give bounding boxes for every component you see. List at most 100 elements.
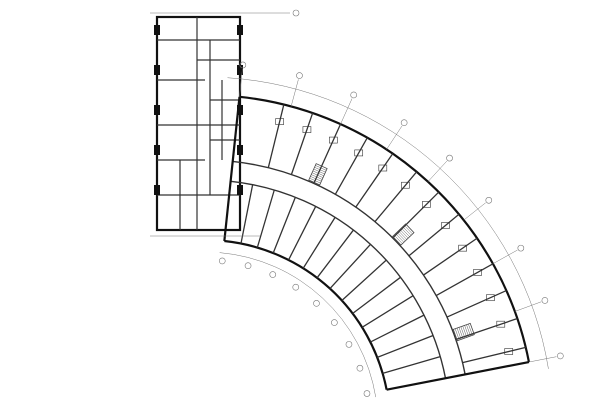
stair-tread — [312, 170, 324, 177]
stair — [452, 322, 475, 342]
grid-axes — [150, 9, 564, 398]
partition-wall — [355, 153, 394, 208]
stair-outline — [452, 322, 475, 342]
room-label-box — [378, 164, 388, 172]
axis-bubble — [400, 119, 408, 126]
stair — [392, 223, 415, 246]
room-label-box — [486, 294, 495, 302]
axis-bubble — [292, 283, 300, 291]
room-label-box — [496, 320, 506, 328]
outer-wall — [239, 95, 531, 363]
corridor-wall — [230, 180, 447, 379]
stair-tread — [315, 165, 327, 171]
partition-wall — [446, 289, 507, 318]
grid-axis — [427, 160, 448, 182]
column — [154, 185, 160, 195]
rectangular-wing — [154, 15, 243, 232]
axis-bubble — [541, 297, 549, 304]
partition-wall — [329, 243, 371, 290]
room-label-box — [504, 348, 514, 355]
stair-tread — [309, 178, 321, 184]
room-label-box — [473, 269, 482, 276]
stair-tread — [402, 226, 412, 236]
room-label-box — [401, 181, 410, 189]
stair-tread — [395, 233, 405, 243]
partition-wall — [392, 191, 440, 239]
partition-wall — [382, 355, 441, 374]
partition-wall — [313, 123, 342, 184]
stair-tread — [404, 225, 413, 235]
partition-wall — [408, 213, 460, 257]
end-wall — [223, 96, 241, 242]
stair-tread — [468, 323, 473, 336]
axis-bubble — [218, 257, 226, 265]
axis-bubble — [557, 352, 564, 360]
stair-tread — [460, 326, 466, 339]
axis-bubble — [517, 244, 525, 252]
grid-axis — [290, 79, 299, 107]
axis-bubble — [313, 300, 320, 307]
stair-tread — [464, 325, 469, 337]
corridor-wall — [232, 160, 466, 375]
partition-wall — [267, 104, 285, 168]
stair — [308, 163, 328, 186]
room-label-box — [302, 126, 312, 133]
stair-tread — [399, 229, 409, 239]
stair-tread — [310, 176, 322, 182]
stair-tread — [313, 168, 325, 175]
stair-outline — [392, 223, 415, 246]
column — [237, 25, 243, 35]
room-label-box — [329, 136, 338, 144]
partition-wall — [352, 276, 401, 314]
room-label-box — [422, 201, 431, 208]
room-label-box — [275, 118, 284, 125]
column — [154, 65, 160, 75]
partition-wall — [240, 184, 254, 244]
column — [237, 185, 243, 195]
column — [237, 65, 243, 75]
partition-wall — [423, 237, 478, 276]
partition-wall — [256, 189, 275, 248]
stair-tread — [455, 328, 460, 341]
partition-wall — [455, 317, 518, 341]
stair-tread — [466, 324, 471, 337]
stair-tread — [314, 167, 326, 173]
partition-wall — [290, 112, 314, 175]
grid-axis — [528, 356, 557, 363]
stair-tread — [401, 227, 410, 237]
partition-wall — [272, 197, 296, 254]
axis-bubble — [363, 390, 371, 397]
partition-wall — [435, 263, 494, 297]
grid-axis — [386, 125, 403, 150]
axis-bubble — [296, 72, 303, 79]
column — [154, 25, 160, 35]
axis-bubble — [239, 61, 247, 69]
axis-bubble — [345, 341, 353, 348]
grid-axis — [514, 301, 542, 312]
stair-outline — [308, 163, 328, 186]
partition-wall — [341, 259, 387, 302]
axis-bubble — [331, 319, 338, 326]
column — [154, 145, 160, 155]
grid-arc — [219, 252, 376, 398]
room-label-box — [458, 244, 467, 252]
grid-axis — [239, 68, 243, 97]
stair-tread — [311, 172, 324, 178]
curved-wing — [223, 95, 531, 391]
axis-bubble — [244, 262, 252, 270]
axis-bubble — [485, 196, 493, 204]
partition-wall — [376, 334, 434, 359]
partition-wall — [316, 229, 354, 279]
stair-tread — [456, 328, 462, 340]
exterior-wall — [155, 15, 242, 232]
axis-bubble — [269, 271, 277, 278]
grid-arc — [227, 77, 549, 369]
stair-tread — [462, 325, 467, 338]
axis-bubble — [446, 154, 453, 162]
inner-wall — [224, 239, 388, 390]
grid-axis — [492, 249, 518, 264]
stair-tread — [458, 327, 464, 339]
room-label-box — [354, 149, 364, 157]
partition-wall — [302, 217, 336, 269]
